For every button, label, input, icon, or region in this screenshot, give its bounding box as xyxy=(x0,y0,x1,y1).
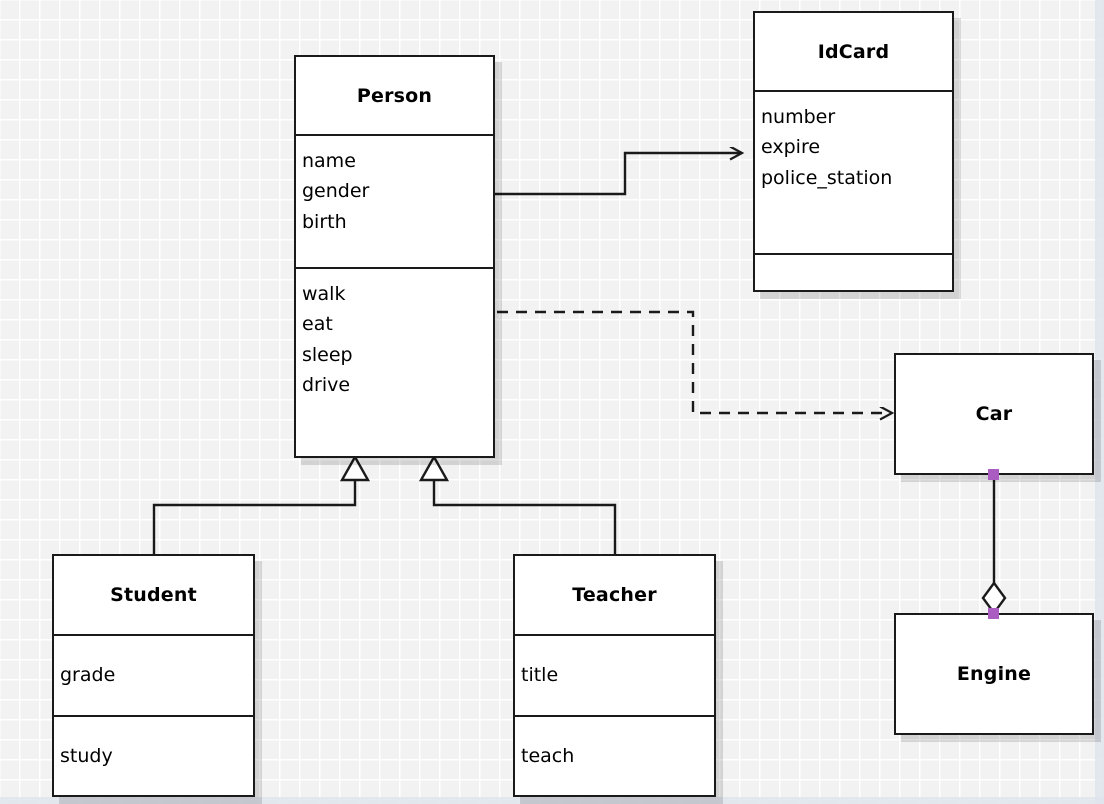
method-item: walk xyxy=(302,283,346,305)
connector-endpoint-engine[interactable] xyxy=(988,608,999,619)
class-name-idcard: IdCard xyxy=(817,40,890,63)
attributes-idcard: number expire police_station xyxy=(755,90,952,253)
method-item: eat xyxy=(302,313,333,336)
attribute-item: number xyxy=(761,106,836,128)
uml-class-person[interactable]: Person name gender birth walk eat sleep … xyxy=(294,55,495,458)
connector-endpoint-car[interactable] xyxy=(988,469,999,480)
attribute-item: grade xyxy=(60,664,116,687)
class-name-person: Person xyxy=(356,84,433,107)
relationship-car-engine[interactable] xyxy=(981,475,1007,616)
method-item: study xyxy=(60,745,113,768)
attribute-item: expire xyxy=(761,136,821,159)
uml-class-teacher[interactable]: Teacher title teach xyxy=(513,554,716,797)
class-name-car: Car xyxy=(975,403,1013,425)
methods-idcard xyxy=(755,253,952,289)
relationship-student-person[interactable] xyxy=(152,454,371,554)
uml-class-idcard[interactable]: IdCard number expire police_station xyxy=(753,11,954,292)
attributes-person: name gender birth xyxy=(296,134,493,267)
class-name-student: Student xyxy=(110,584,197,606)
attribute-item: name xyxy=(302,150,356,172)
relationship-person-car[interactable] xyxy=(497,310,892,413)
attributes-teacher: title xyxy=(515,634,714,715)
relationship-person-idcard[interactable] xyxy=(494,153,742,196)
class-name-engine: Engine xyxy=(956,663,1032,685)
attribute-item: police_station xyxy=(761,166,893,189)
method-item: teach xyxy=(521,745,575,768)
methods-teacher: teach xyxy=(515,715,714,796)
attribute-item: title xyxy=(521,664,559,687)
class-name-teacher: Teacher xyxy=(572,584,657,606)
relationship-teacher-person[interactable] xyxy=(418,454,617,554)
attribute-item: birth xyxy=(302,210,347,233)
uml-class-student[interactable]: Student grade study xyxy=(52,554,255,797)
methods-student: study xyxy=(54,715,253,796)
method-item: drive xyxy=(302,374,351,397)
canvas-edge-bottom xyxy=(0,797,1104,804)
method-item: sleep xyxy=(302,343,353,366)
canvas-edge-right xyxy=(1095,0,1104,804)
attributes-student: grade xyxy=(54,634,253,715)
uml-class-engine[interactable]: Engine xyxy=(894,613,1094,735)
methods-person: walk eat sleep drive xyxy=(296,267,493,455)
uml-class-car[interactable]: Car xyxy=(894,353,1094,475)
attribute-item: gender xyxy=(302,180,370,203)
